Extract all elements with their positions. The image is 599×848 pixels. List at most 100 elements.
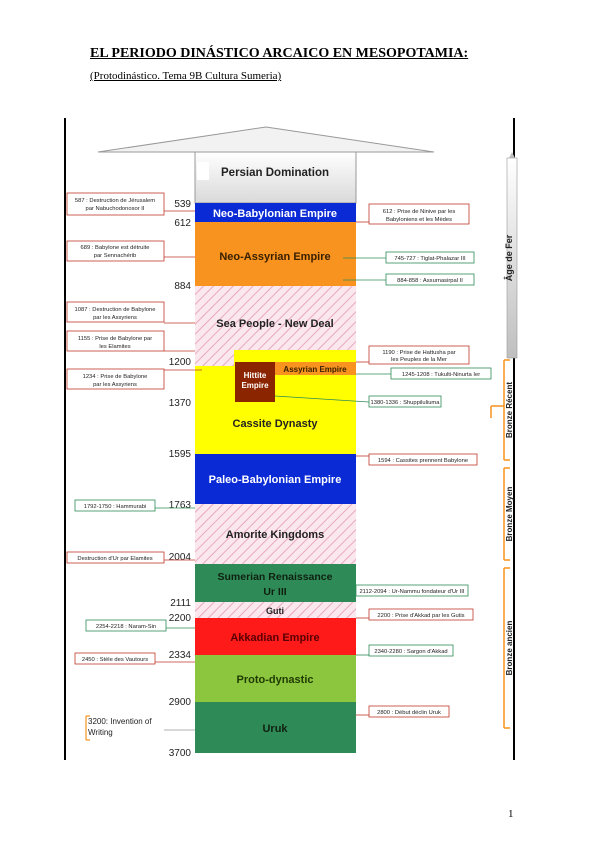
note-text: 1190 : Prise de Hattusha par xyxy=(382,350,455,356)
note-text: par Sennachérib xyxy=(94,253,137,259)
note-text: Babyloniens et les Mèdes xyxy=(386,217,452,223)
note-box xyxy=(74,652,156,665)
year-label: 2111 xyxy=(170,598,191,609)
year-label: 2334 xyxy=(169,650,192,661)
period-block-sumerian-renaissance xyxy=(195,564,356,602)
note-box xyxy=(385,273,475,286)
assyrian-inset-label: Assyrian Empire xyxy=(283,365,347,374)
period-label-cassite: Cassite Dynasty xyxy=(233,418,319,430)
period-label-paleo-babylonian: Paleo-Babylonian Empire xyxy=(209,474,342,486)
note-text: 1155 : Prise de Babylone par xyxy=(78,336,152,342)
note-text: 2450 : Stèle des Vautours xyxy=(82,657,148,663)
note-text: par les Assyriens xyxy=(93,315,137,321)
note-text: 612 : Prise de Ninive par les xyxy=(383,209,456,215)
note-box xyxy=(66,368,165,390)
note-text: 2254-2218 : Naram-Sin xyxy=(96,624,156,630)
year-label: 2200 xyxy=(169,613,192,624)
age-label-middle-bronze: Bronze Moyen xyxy=(505,487,514,542)
note-text: 1380-1336 : Shuppiluliuma xyxy=(371,400,441,406)
note-text: 1594 : Cassites prennent Babylone xyxy=(378,458,468,464)
hittite-label-line1: Hittite xyxy=(244,371,267,380)
period-block-uruk xyxy=(195,702,356,753)
year-label: 539 xyxy=(174,199,191,210)
note-text: 587 : Destruction de Jérusalem xyxy=(75,198,155,204)
age-label-iron: Âge de Fer xyxy=(503,234,514,281)
note-box xyxy=(66,551,165,564)
year-label: 1595 xyxy=(169,449,192,460)
timeline-arrow-head xyxy=(97,126,435,153)
period-label-sea-people: Sea People - New Deal xyxy=(216,318,333,330)
period-label-guti: Guti xyxy=(266,606,284,616)
period-label-persian: Persian Domination xyxy=(221,167,329,179)
note-text: 1234 : Prise de Babylone xyxy=(83,374,148,380)
period-block-persian xyxy=(194,151,357,204)
period-label-uruk: Uruk xyxy=(262,723,288,735)
period-label-neo-babylonian: Neo-Babylonian Empire xyxy=(213,208,337,220)
period-label-amorite: Amorite Kingdoms xyxy=(226,529,324,541)
note-box xyxy=(368,345,470,365)
period-label-proto-dynastic: Proto-dynastic xyxy=(236,674,313,686)
note-text: 1792-1750 : Hammurabi xyxy=(84,504,147,510)
note-text: 2340-2280 : Sargon d'Akkad xyxy=(374,649,447,655)
age-brackets xyxy=(490,359,510,729)
note-box xyxy=(66,240,165,262)
hittite-label-line2: Empire xyxy=(241,381,269,390)
period-label-akkadian: Akkadian Empire xyxy=(230,632,319,644)
timeline-figure: Persian Domination Neo-Babylonian Empire… xyxy=(64,118,523,760)
period-label-sumerian-renaissance: Sumerian Renaissance xyxy=(218,571,333,583)
note-text: 884-858 : Assurnasirpal II xyxy=(397,278,463,284)
year-label: 884 xyxy=(174,281,191,292)
note-text: par Nabuchodonosor II xyxy=(86,206,145,212)
note-text: 2200 : Prise d'Akkad par les Gutis xyxy=(377,613,464,619)
note-box xyxy=(368,644,454,657)
note-text: 1245-1208 : Tukulti-Ninurta Ier xyxy=(402,372,480,378)
age-label-early-bronze: Bronze ancien xyxy=(505,621,514,676)
period-label-neo-assyrian: Neo-Assyrian Empire xyxy=(219,251,330,263)
period-block-akkadian xyxy=(195,618,356,655)
page-number: 1 xyxy=(508,808,514,820)
note-box xyxy=(85,619,167,632)
hittite-empire-block xyxy=(235,362,275,402)
year-label: 2004 xyxy=(169,552,192,563)
note-box xyxy=(368,453,478,466)
year-label: 612 xyxy=(174,218,191,229)
period-block-proto-dynastic xyxy=(195,655,356,702)
note-box xyxy=(66,192,165,216)
note-box xyxy=(368,395,442,408)
note-text: les Elamites xyxy=(99,344,130,350)
note-text: par les Assyriens xyxy=(93,382,137,388)
note-text: les Peuples de la Mer xyxy=(391,357,447,363)
note-box xyxy=(385,251,475,264)
period-label-ur-iii: Ur III xyxy=(263,586,286,598)
page-subtitle: (Protodinástico. Tema 9B Cultura Sumeria… xyxy=(90,70,282,82)
note-text: 745-727 : Tiglat-Phalazar III xyxy=(394,256,466,262)
period-block-guti xyxy=(195,602,356,618)
year-label: 1370 xyxy=(169,398,192,409)
assyrian-empire-inset xyxy=(275,362,356,375)
year-label: 1763 xyxy=(169,500,192,511)
note-box xyxy=(74,499,156,512)
period-block-sea-people xyxy=(195,286,356,350)
note-box xyxy=(368,608,474,621)
note-text: Destruction d'Ur par Elamites xyxy=(77,556,152,562)
year-label: 2900 xyxy=(169,697,192,708)
note-text: 689 : Babylone est détruite xyxy=(81,245,150,251)
period-block-neo-assyrian xyxy=(195,222,356,286)
note-text: 2112-2094 : Ur-Nammu fondateur d'Ur III xyxy=(359,589,464,595)
note-text: 1087 : Destruction de Babylone xyxy=(75,307,156,313)
period-block-neo-babylonian xyxy=(195,203,356,222)
iron-age-arrow xyxy=(506,157,518,359)
note-box xyxy=(355,584,469,597)
note-box xyxy=(390,367,492,380)
note-text: 3200: Invention of xyxy=(88,717,152,726)
age-label-late-bronze: Bronze Récent xyxy=(505,382,514,438)
period-block-amorite xyxy=(195,504,356,564)
note-text: Writing xyxy=(88,728,113,737)
year-label: 1200 xyxy=(169,357,192,368)
note-text: 2800 : Début déclin Uruk xyxy=(377,710,441,716)
period-block-paleo-babylonian xyxy=(195,454,356,504)
note-box xyxy=(368,705,450,718)
note-box xyxy=(66,301,165,323)
timeline-svg: Persian Domination Neo-Babylonian Empire… xyxy=(64,118,518,760)
note-box xyxy=(66,330,165,352)
